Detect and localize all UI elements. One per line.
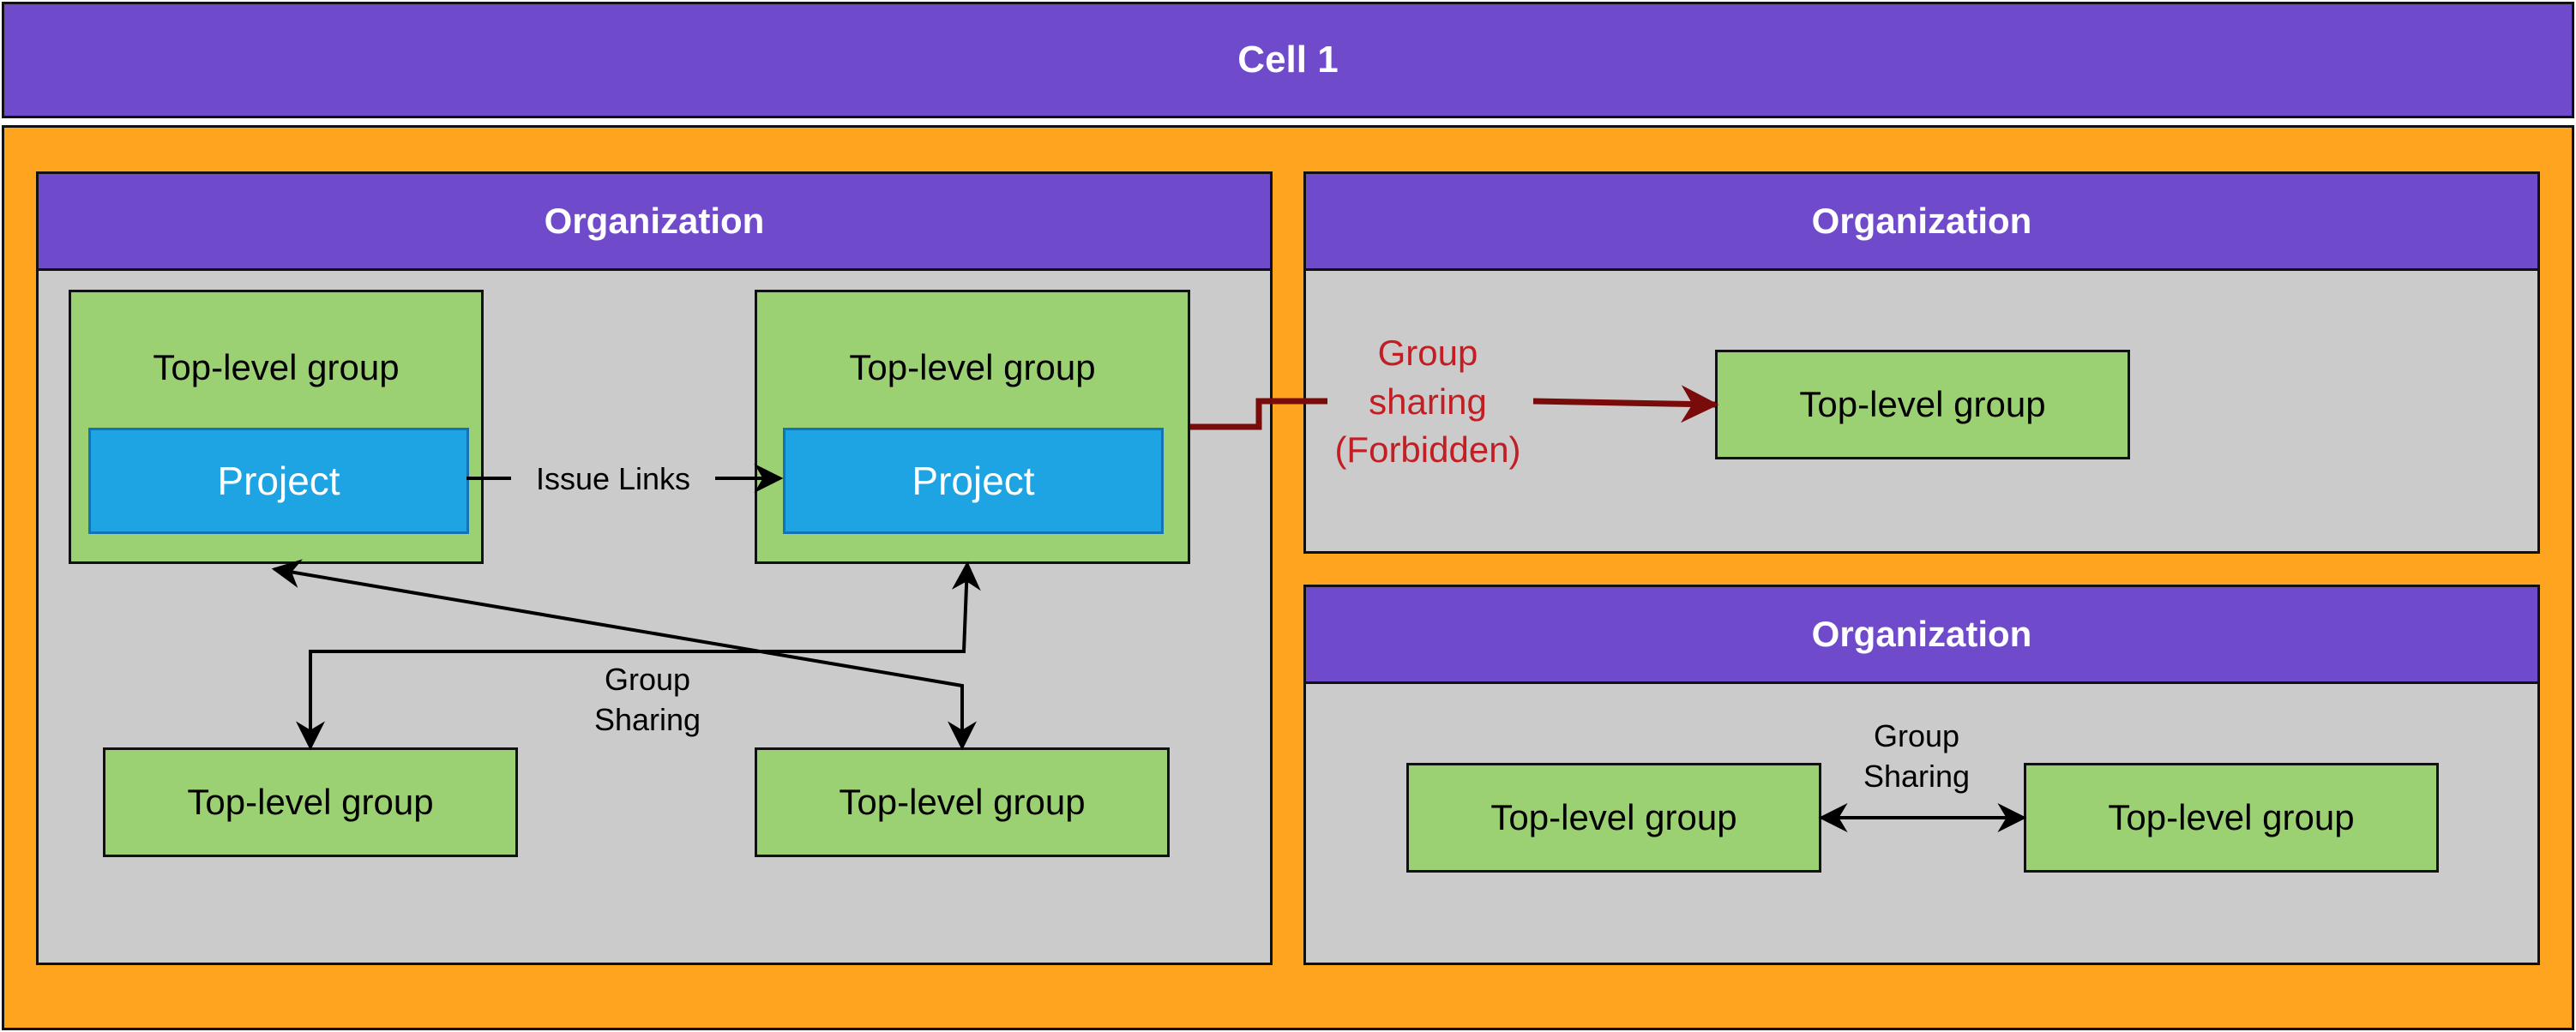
group-label: Top-level group [1490,797,1737,837]
organization-header: Organization [1306,174,2537,271]
organization-header: Organization [39,174,1270,271]
top-level-group[interactable]: Top-level group [1406,763,1821,873]
edge-label-line: Sharing [1863,758,1971,794]
forbidden-label-line: sharing [1369,381,1487,422]
project-label: Project [217,459,340,503]
group-label: Top-level group [2108,797,2355,837]
edge-label-text: Issue Links [535,461,691,496]
group-label: Top-level group [153,347,400,387]
group-label: Top-level group [849,347,1096,387]
group-label: Top-level group [187,782,434,822]
forbidden-sharing-connector [1190,398,1327,430]
project-box[interactable]: Project [88,428,469,534]
forbidden-label-line: (Forbidden) [1334,429,1521,471]
organization-title: Organization [544,201,765,241]
group-label: Top-level group [839,782,1086,822]
project-label: Project [912,459,1035,503]
edge-label-line: Sharing [593,701,701,737]
top-level-group[interactable]: Top-level group [1715,350,2130,459]
top-level-group-with-project[interactable]: Top-level group Project [69,290,484,564]
edge-label-line: Group [604,662,691,697]
forbidden-sharing-arrow [1532,385,1719,423]
group-sharing-connector [271,559,977,751]
cell-title: Cell 1 [1237,39,1339,81]
organization-title: Organization [1811,614,2032,654]
forbidden-label-line: Group [1377,333,1478,373]
top-level-group[interactable]: Top-level group [2024,763,2439,873]
project-box[interactable]: Project [783,428,1164,534]
edge-label-line: Group [1873,718,1960,753]
forbidden-sharing-label: Group sharing (Forbidden) [1312,329,1544,475]
group-label: Top-level group [1799,384,2046,424]
organization-title: Organization [1811,201,2032,241]
group-sharing-label: Group Sharing [1818,717,2015,797]
top-level-group[interactable]: Top-level group [103,747,518,857]
cell-header: Cell 1 [2,2,2574,118]
top-level-group-with-project[interactable]: Top-level group Project [755,290,1190,564]
organization-header: Organization [1306,587,2537,684]
issue-links-label: Issue Links [515,459,712,500]
group-sharing-label: Group Sharing [549,660,746,741]
